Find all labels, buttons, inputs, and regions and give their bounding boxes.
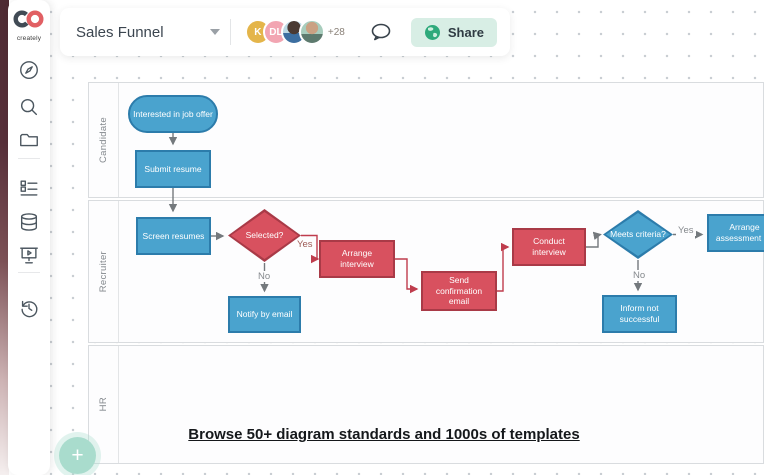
- history-icon[interactable]: [18, 297, 40, 319]
- database-icon[interactable]: [18, 211, 40, 233]
- node-label: Meets criteria?: [610, 229, 666, 240]
- search-icon[interactable]: [18, 96, 40, 118]
- toolbar-divider: [230, 19, 231, 45]
- share-button-label: Share: [447, 24, 484, 40]
- node-arrange-interview[interactable]: Arrange interview: [319, 240, 395, 278]
- avatar-overflow-count[interactable]: +28: [327, 26, 345, 38]
- creately-logo-icon: [13, 10, 44, 28]
- avatar-photo[interactable]: [298, 19, 325, 45]
- left-sidebar: creately: [8, 0, 50, 475]
- creately-logo[interactable]: creately: [8, 9, 50, 42]
- document-title[interactable]: Sales Funnel: [76, 23, 164, 41]
- sidebar-divider: [18, 158, 40, 159]
- speech-bubble-icon: [371, 23, 391, 41]
- node-screen-resumes[interactable]: Screen resumes: [136, 217, 211, 255]
- node-submit-resume[interactable]: Submit resume: [135, 150, 211, 188]
- lane-label: HR: [98, 397, 109, 412]
- node-notify-by-email[interactable]: Notify by email: [228, 296, 301, 333]
- presentation-icon[interactable]: [18, 244, 40, 266]
- lane-label: Candidate: [98, 116, 109, 163]
- lane-header: HR: [89, 346, 119, 463]
- chevron-down-icon[interactable]: [210, 29, 221, 35]
- node-start[interactable]: Interested in job offer: [128, 95, 218, 133]
- edge-label-no: No: [631, 270, 648, 281]
- node-label: Selected?: [245, 230, 284, 241]
- node-send-confirmation-email[interactable]: Send confirmation email: [421, 271, 497, 311]
- comments-button[interactable]: [369, 19, 393, 45]
- node-conduct-interview[interactable]: Conduct interview: [512, 228, 586, 266]
- folder-icon[interactable]: [18, 129, 40, 151]
- lane-header: Candidate: [89, 83, 119, 197]
- lane-label: Recruiter: [98, 250, 109, 293]
- lane-header: Recruiter: [89, 201, 119, 342]
- add-shape-button[interactable]: +: [59, 437, 96, 474]
- node-arrange-assessment[interactable]: Arrange assessment da: [707, 214, 764, 252]
- edge-label-yes: Yes: [676, 225, 696, 236]
- top-toolbar: Sales Funnel K DL +28 Share: [60, 8, 510, 56]
- swimlane-diagram: Candidate Recruiter HR Interested in job…: [88, 82, 764, 464]
- creately-logo-text: creately: [16, 35, 42, 42]
- shapes-form-icon[interactable]: [18, 177, 40, 199]
- browse-templates-link[interactable]: Browse 50+ diagram standards and 1000s o…: [188, 426, 580, 443]
- window-edge-strip: [0, 0, 9, 475]
- collaborator-avatars[interactable]: K DL: [244, 19, 325, 45]
- lane-hr[interactable]: HR: [88, 345, 764, 464]
- node-selected-decision[interactable]: Selected?: [228, 209, 301, 262]
- edge-label-no: No: [256, 271, 273, 282]
- explore-compass-icon[interactable]: [18, 59, 40, 81]
- share-button[interactable]: Share: [410, 17, 497, 47]
- edge-label-yes: Yes: [297, 239, 313, 250]
- globe-icon: [424, 24, 440, 40]
- sidebar-divider: [18, 272, 40, 273]
- node-meets-criteria-decision[interactable]: Meets criteria?: [603, 210, 673, 259]
- node-inform-not-successful[interactable]: Inform not successful: [602, 295, 677, 333]
